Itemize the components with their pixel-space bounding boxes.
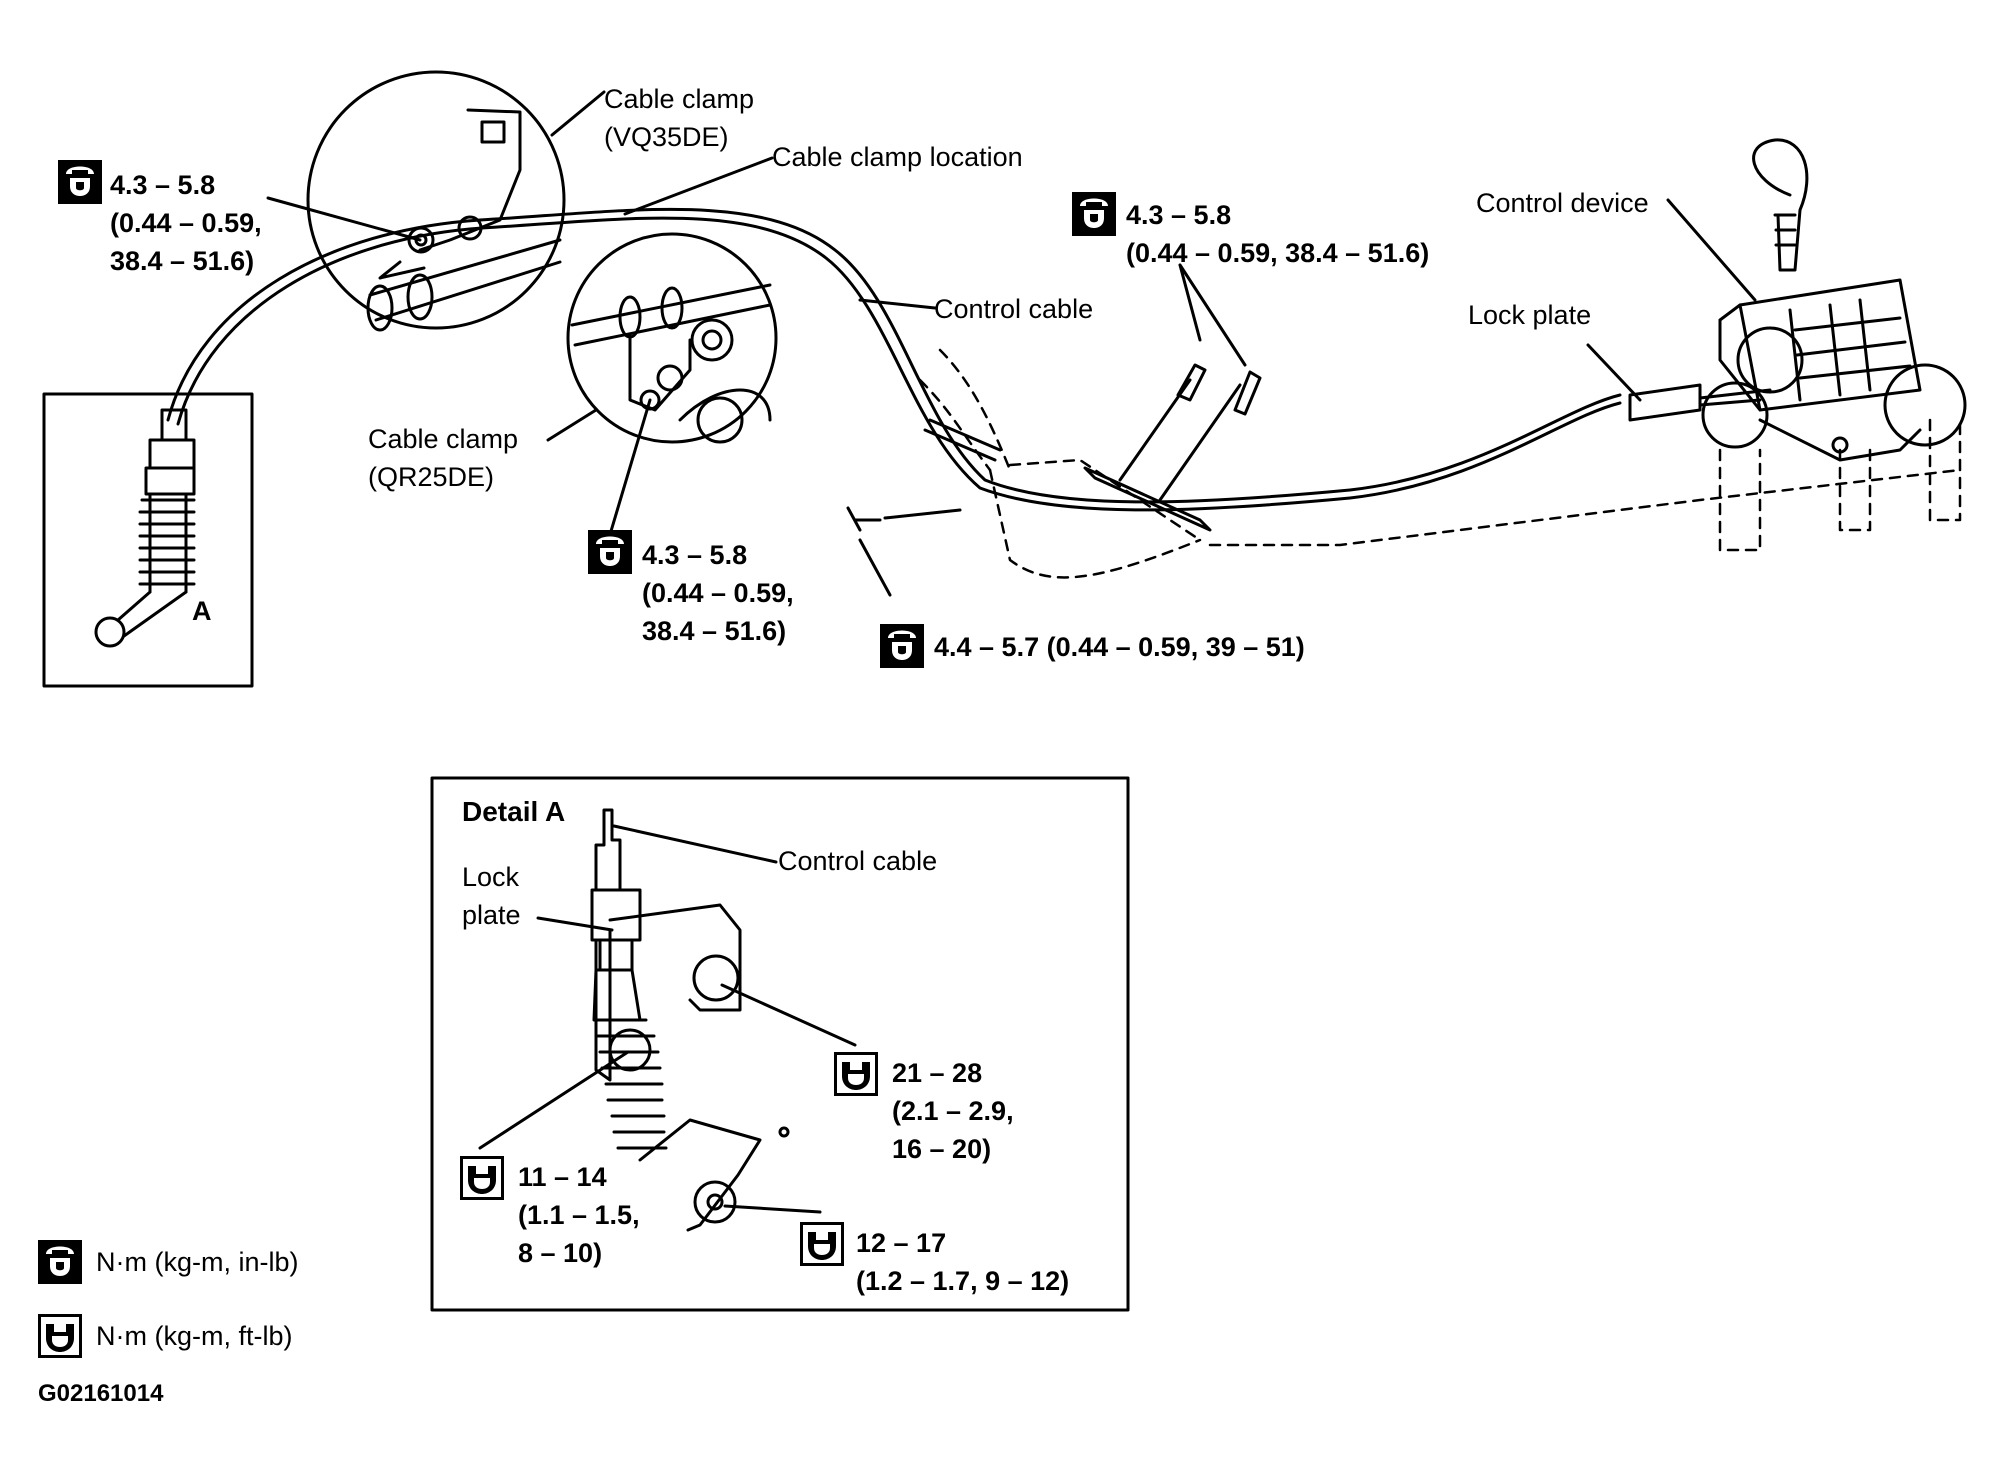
figure-code: G02161014 [38, 1380, 164, 1407]
label-cable-clamp-location: Cable clamp location [772, 142, 1023, 172]
torque-wrench-outline-icon [834, 1052, 878, 1096]
detail-torque-left: 11 – 14 (1.1 – 1.5, 8 – 10) [518, 1162, 640, 1268]
detail-a-title: Detail A [462, 796, 566, 827]
detail-label-control-cable: Control cable [778, 846, 938, 876]
label-cable-clamp-vq35de: Cable clamp (VQ35DE) [604, 84, 755, 152]
torque-wrench-filled-icon [588, 530, 632, 574]
torque-wrench-outline-icon [38, 1314, 82, 1358]
label-control-cable: Control cable [934, 294, 1094, 324]
control-cable-line-inner [176, 216, 1622, 512]
zoom-circle-qr25de [566, 232, 778, 444]
detail-torque-upper: 21 – 28 (2.1 – 2.9, 16 – 20) [892, 1058, 1014, 1164]
torque-top-center: 4.3 – 5.8 (0.44 – 0.59, 38.4 – 51.6) [1126, 200, 1430, 268]
detail-a-box-small [42, 392, 254, 688]
torque-qr-clamp: 4.3 – 5.8 (0.44 – 0.59, 38.4 – 51.6) [642, 540, 794, 646]
torque-wrench-filled-icon [58, 160, 102, 204]
detail-label-lock-plate: Lock plate [462, 862, 521, 930]
torque-wrench-filled-icon [38, 1240, 82, 1284]
label-control-device: Control device [1476, 188, 1649, 218]
label-lock-plate: Lock plate [1468, 300, 1592, 330]
detail-torque-lower: 12 – 17 (1.2 – 1.7, 9 – 12) [856, 1228, 1070, 1296]
torque-left-clamp: 4.3 – 5.8 (0.44 – 0.59, 38.4 – 51.6) [110, 170, 262, 276]
zoom-circle-vq35de [306, 70, 566, 330]
legend-inlb: N·m (kg-m, in-lb) [96, 1247, 299, 1277]
detail-marker-a: A [192, 596, 212, 626]
torque-bottom-bolt: 4.4 – 5.7 (0.44 – 0.59, 39 – 51) [934, 632, 1305, 662]
torque-wrench-filled-icon [880, 624, 924, 668]
torque-wrench-outline-icon [800, 1222, 844, 1266]
shift-knob [1752, 138, 1809, 272]
legend-ftlb: N·m (kg-m, ft-lb) [96, 1321, 293, 1351]
torque-wrench-filled-icon [1072, 192, 1116, 236]
detail-a-box [430, 776, 1130, 1312]
torque-wrench-outline-icon [460, 1156, 504, 1200]
label-cable-clamp-qr25de: Cable clamp (QR25DE) [368, 424, 519, 492]
